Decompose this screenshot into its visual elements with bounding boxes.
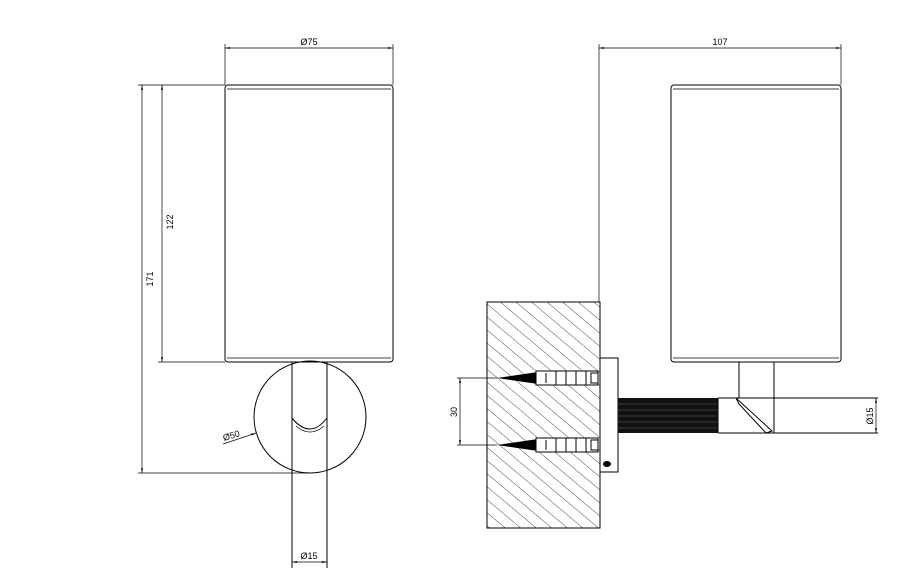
wall-plate xyxy=(599,357,619,473)
cylinder-shade-front xyxy=(224,84,394,363)
dim-screw-spacing-30: 30 xyxy=(449,407,459,417)
wall-anchor-screw-bottom xyxy=(497,437,599,453)
dim-diameter-75: Ø75 xyxy=(300,37,317,47)
dim-depth-107: 107 xyxy=(712,37,727,47)
set-screw-hole xyxy=(603,461,611,467)
dim-diameter-15-front: Ø15 xyxy=(300,551,317,561)
dim-height-122: 122 xyxy=(165,214,175,229)
wall-anchor-screw-top xyxy=(497,370,599,386)
side-view: 107 30 Ø15 xyxy=(449,37,878,529)
dim-diameter-50: Ø50 xyxy=(222,428,241,443)
dim-height-171: 171 xyxy=(145,271,155,286)
dim-diameter-15-side: Ø15 xyxy=(865,407,875,424)
wall-section xyxy=(486,301,601,529)
cylinder-shade-side xyxy=(670,84,842,363)
wall-rosette xyxy=(253,360,367,474)
front-view: Ø75 171 122 Ø50 Ø15 xyxy=(138,37,394,568)
